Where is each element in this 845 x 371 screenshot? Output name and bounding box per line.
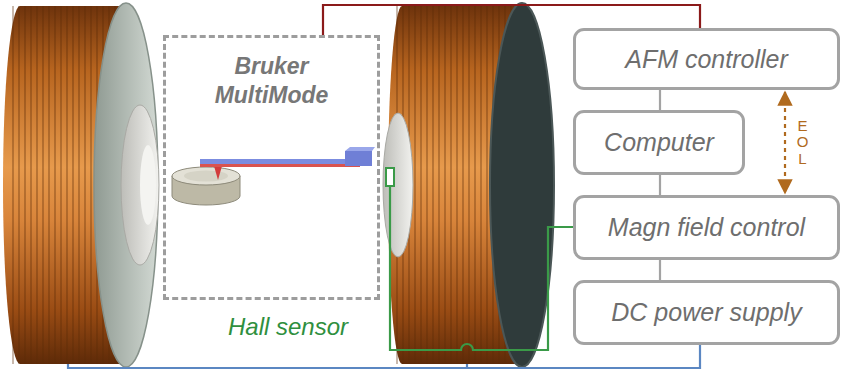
connector: [659, 175, 661, 195]
process-box: Magn field control: [573, 195, 840, 260]
process-box: AFM controller: [573, 28, 840, 90]
afm-head: [172, 147, 375, 205]
connector: [659, 90, 661, 110]
node-title: Magn field control: [608, 213, 805, 242]
connector: [659, 260, 661, 280]
node-title: DC power supply: [611, 298, 801, 327]
left-coil: [3, 3, 159, 367]
instrument-frame: Bruker MultiMode: [163, 35, 380, 300]
process-box: Computer: [573, 110, 745, 175]
node-title: AFM controller: [625, 45, 788, 74]
part-label: Hall sensor: [228, 313, 348, 341]
right-coil: [383, 3, 554, 367]
process-box: DC power supply: [573, 280, 840, 345]
node-title: Computer: [604, 128, 714, 157]
connector: [784, 92, 786, 193]
edge-label: EOL: [795, 118, 810, 168]
hall-sensor: [386, 168, 394, 186]
node-title: Bruker MultiMode: [197, 52, 347, 110]
